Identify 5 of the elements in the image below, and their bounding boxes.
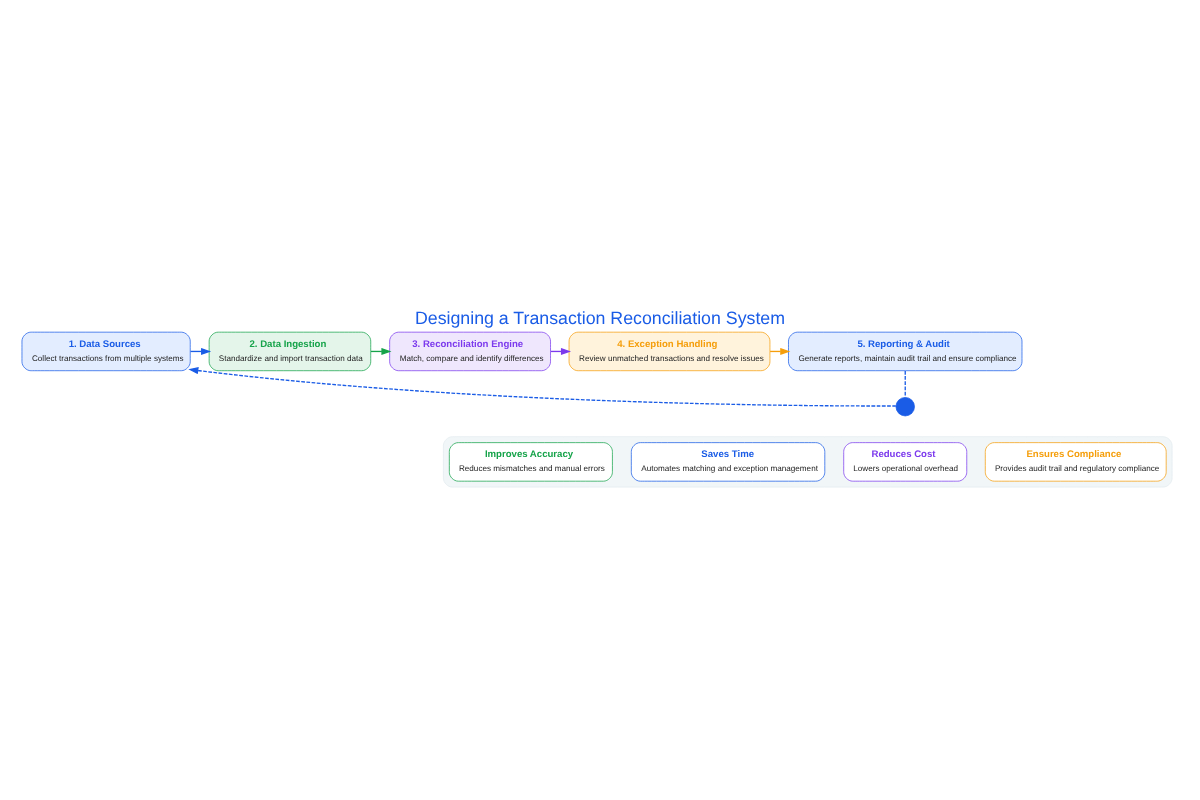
node-circle — [895, 397, 915, 417]
diagram-title: Designing a Transaction Reconciliation System — [415, 308, 785, 329]
cluster — [443, 436, 1173, 488]
connector — [904, 370, 906, 398]
arrow — [188, 367, 897, 407]
